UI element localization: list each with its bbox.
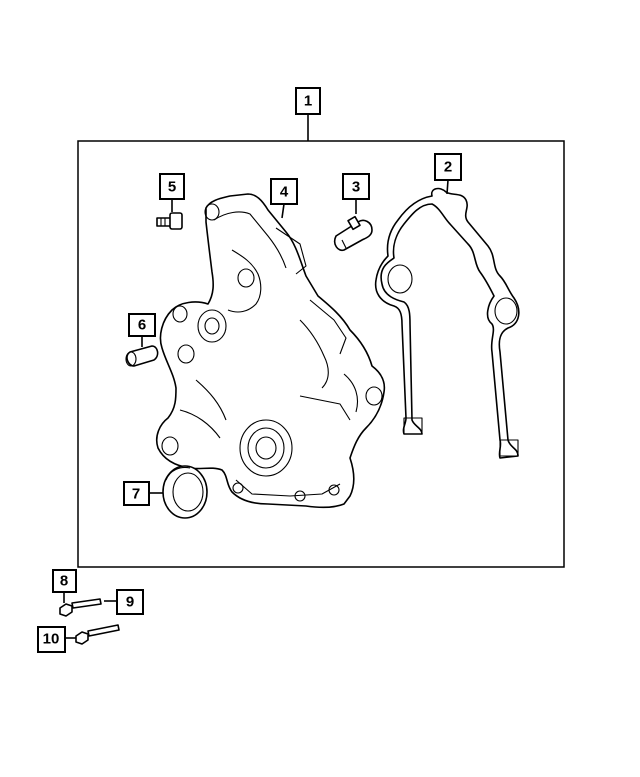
callout-3[interactable]: 3	[342, 173, 370, 200]
callout-label: 3	[352, 179, 360, 196]
callout-label: 9	[126, 594, 134, 611]
callout-10[interactable]: 10	[37, 626, 66, 653]
callout-8[interactable]: 8	[52, 569, 77, 593]
callout-4[interactable]: 4	[270, 178, 298, 205]
stud-bolt[interactable]	[156, 212, 183, 230]
callout-label: 1	[304, 93, 312, 110]
callout-label: 10	[43, 631, 60, 648]
callout-9[interactable]: 9	[116, 589, 144, 615]
timing-cover[interactable]	[155, 193, 386, 509]
callout-label: 7	[132, 486, 140, 503]
callout-2[interactable]: 2	[434, 153, 462, 181]
camshaft-sensor[interactable]	[333, 215, 373, 252]
callout-7[interactable]: 7	[123, 481, 150, 506]
bolt-10[interactable]	[75, 624, 120, 645]
leader-line-4	[281, 203, 285, 219]
callout-6[interactable]: 6	[128, 313, 156, 337]
dowel-pin[interactable]	[125, 345, 159, 367]
crankshaft-seal[interactable]	[162, 465, 208, 519]
callout-label: 8	[60, 573, 68, 590]
leader-line-2	[446, 179, 449, 195]
bolt-9[interactable]	[59, 598, 102, 617]
callout-label: 5	[168, 179, 176, 196]
callout-label: 2	[444, 159, 452, 176]
timing-cover-gasket[interactable]	[374, 187, 520, 459]
callout-5[interactable]: 5	[159, 173, 185, 200]
callout-1[interactable]: 1	[295, 87, 321, 115]
callout-label: 4	[280, 184, 289, 201]
assembly-frame	[77, 140, 565, 568]
callout-label: 6	[138, 317, 146, 334]
